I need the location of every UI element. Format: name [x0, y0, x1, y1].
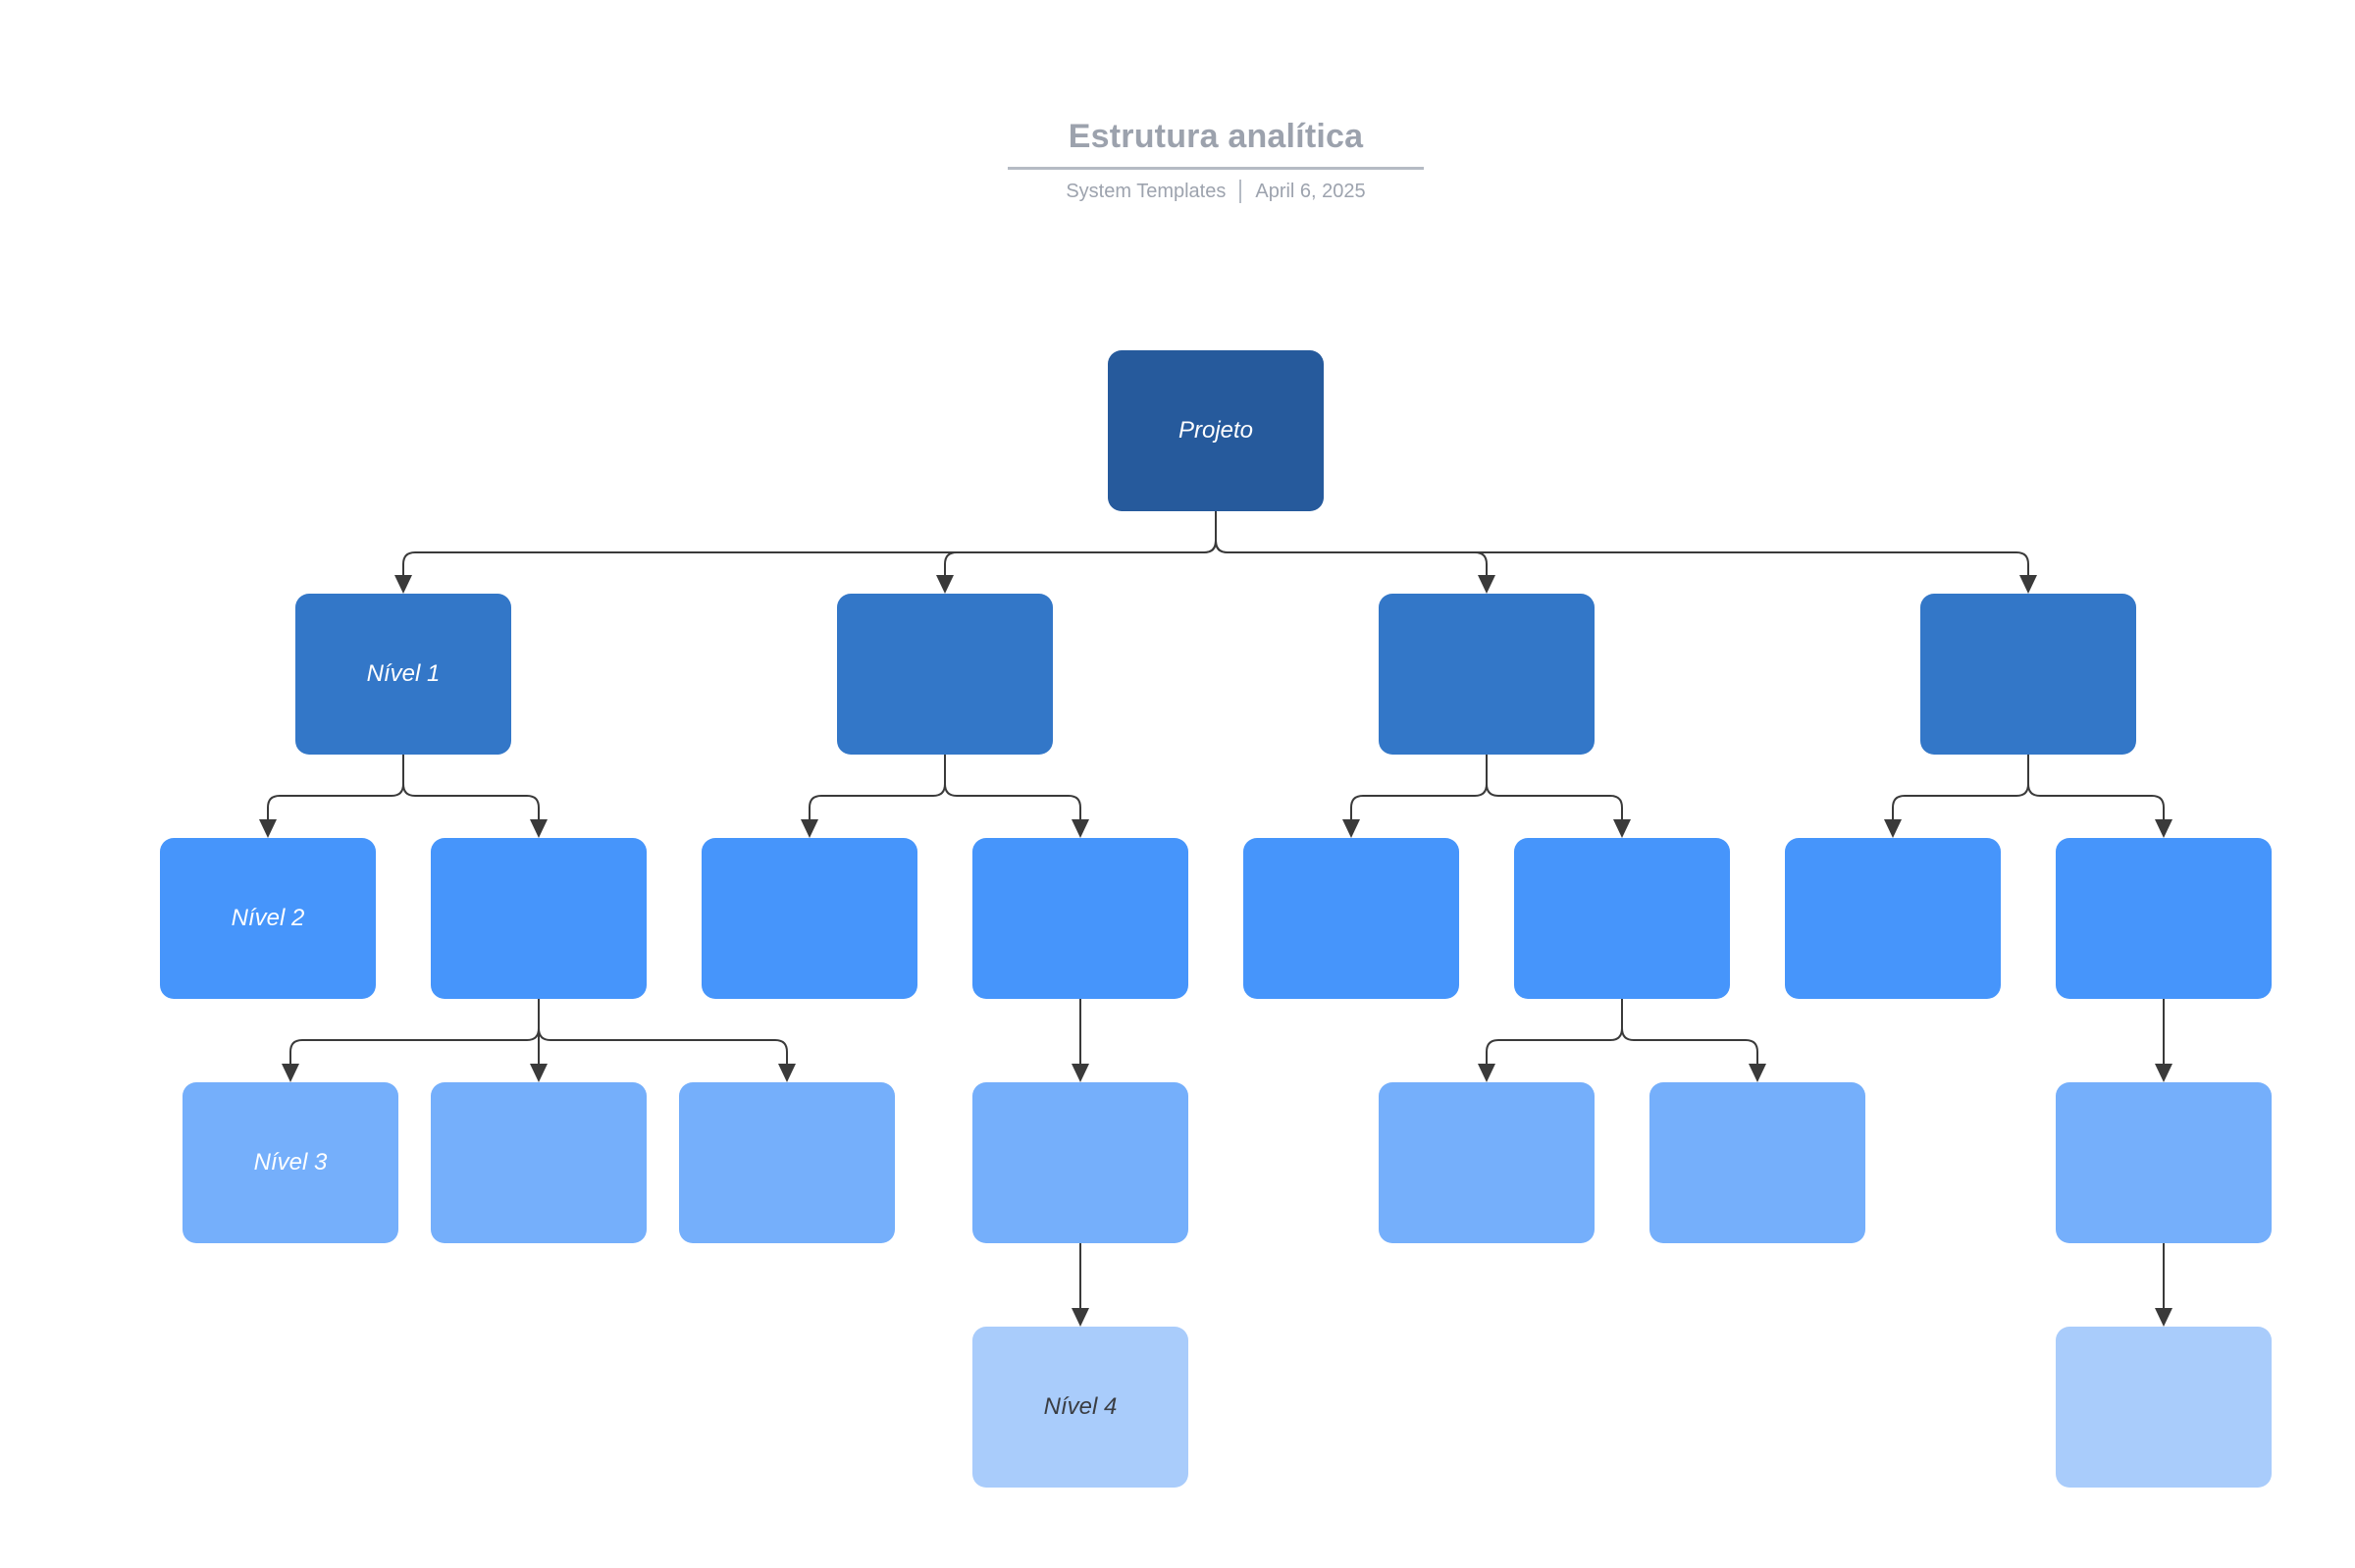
node-nivel3-3[interactable]: [679, 1082, 895, 1243]
title-divider: [1008, 167, 1424, 170]
node-nivel3-4[interactable]: [972, 1082, 1188, 1243]
subtitle: System Templates April 6, 2025: [921, 180, 1510, 203]
node-nivel3-2[interactable]: [431, 1082, 647, 1243]
connector-arrowhead: [259, 819, 277, 838]
connector-arrowhead: [778, 1064, 796, 1082]
node-nivel3-7[interactable]: [2056, 1082, 2272, 1243]
connector-arrowhead: [1072, 1064, 1089, 1082]
node-label: Nível 4: [1043, 1393, 1118, 1420]
connector-edge: [538, 999, 788, 1067]
node-nivel2-5[interactable]: [1243, 838, 1459, 999]
connector-edge: [1350, 755, 1488, 822]
subtitle-separator: [1239, 180, 1242, 203]
node-nivel2-6[interactable]: [1514, 838, 1730, 999]
node-nivel1-2[interactable]: [837, 594, 1053, 755]
connector-arrowhead: [530, 819, 548, 838]
node-label: Nível 3: [253, 1149, 328, 1176]
connector-edge: [944, 511, 1217, 578]
connector-edge: [1621, 999, 1758, 1067]
node-nivel4-2[interactable]: [2056, 1327, 2272, 1488]
node-nivel1-3[interactable]: [1379, 594, 1595, 755]
connector-edge: [809, 755, 946, 822]
connector-edge: [267, 755, 404, 822]
connector-arrowhead: [1072, 819, 1089, 838]
connector-arrowhead: [1749, 1064, 1766, 1082]
connector-arrowhead: [530, 1064, 548, 1082]
connector-edge: [1215, 511, 2029, 578]
connector-edge: [402, 511, 1217, 578]
node-nivel2-1[interactable]: Nível 2: [160, 838, 376, 999]
node-label: Nível 1: [366, 660, 441, 687]
connector-arrowhead: [936, 575, 954, 594]
page-title: Estrutura analítica: [1068, 118, 1364, 155]
node-nivel2-8[interactable]: [2056, 838, 2272, 999]
node-label: Nível 2: [231, 905, 305, 931]
connector-edge: [402, 755, 540, 822]
connector-arrowhead: [2155, 1308, 2172, 1327]
connector-arrowhead: [1072, 1308, 1089, 1327]
connector-arrowhead: [1478, 575, 1495, 594]
connector-arrowhead: [1613, 819, 1631, 838]
node-nivel3-1[interactable]: Nível 3: [183, 1082, 398, 1243]
connector-edge: [2027, 755, 2165, 822]
connector-edge: [289, 999, 540, 1067]
subtitle-author: System Templates: [1066, 180, 1227, 202]
node-label: Projeto: [1178, 417, 1254, 444]
node-nivel2-3[interactable]: [702, 838, 917, 999]
connector-arrowhead: [2019, 575, 2037, 594]
connector-edge: [944, 755, 1081, 822]
connector-arrowhead: [2155, 1064, 2172, 1082]
connector-arrowhead: [1478, 1064, 1495, 1082]
node-nivel3-5[interactable]: [1379, 1082, 1595, 1243]
connector-arrowhead: [2155, 819, 2172, 838]
node-nivel1-1[interactable]: Nível 1: [295, 594, 511, 755]
connector-arrowhead: [282, 1064, 299, 1082]
connector-edge: [1215, 511, 1488, 578]
subtitle-date: April 6, 2025: [1255, 180, 1366, 202]
connector-arrowhead: [1342, 819, 1360, 838]
node-nivel2-7[interactable]: [1785, 838, 2001, 999]
node-nivel4-1[interactable]: Nível 4: [972, 1327, 1188, 1488]
title-block: Estrutura analítica System Templates Apr…: [921, 118, 1510, 203]
node-nivel2-2[interactable]: [431, 838, 647, 999]
node-nivel3-6[interactable]: [1649, 1082, 1865, 1243]
connector-arrowhead: [394, 575, 412, 594]
connector-edge: [1486, 755, 1623, 822]
node-projeto[interactable]: Projeto: [1108, 350, 1324, 511]
node-nivel1-4[interactable]: [1920, 594, 2136, 755]
node-nivel2-4[interactable]: [972, 838, 1188, 999]
connector-arrowhead: [1884, 819, 1902, 838]
connector-edge: [1892, 755, 2029, 822]
connector-arrowhead: [801, 819, 818, 838]
connector-edge: [1486, 999, 1623, 1067]
